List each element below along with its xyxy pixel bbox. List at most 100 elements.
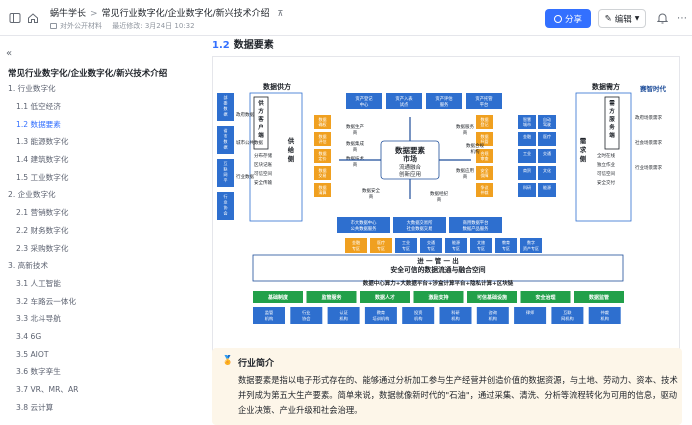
green-5: 安全治理 [535,294,555,301]
app-box-3 [538,132,556,146]
more-icon[interactable]: ⋯ [677,12,687,24]
top-box-label2-0: 中心 [360,101,369,108]
app-box-0 [518,115,536,129]
data-element-diagram[interactable]: 赛智时代数据供方数据需方部委数据省市数据互联网平行业协会政府数据城市公共数据行业… [212,56,680,374]
station-7: 数字 [527,239,535,245]
platform-1: 大数据交易所 [407,219,433,226]
ring-7: 数据集成 [346,140,364,147]
ring-0: 数据生产 [346,123,364,130]
demand-col-1: 方 [609,107,615,115]
left-cat-1-2: 数 [224,138,228,144]
sidebar-item-14[interactable]: 3.3 北斗导航 [16,314,61,324]
sidebar-item-13[interactable]: 3.2 车路云一体化 [16,296,77,306]
green-box-4 [467,291,517,303]
left-small-1: 数据 [319,133,327,139]
station-2: 工业 [402,239,410,245]
edit-button[interactable]: ✎ 编辑 ▼ [598,9,646,28]
bottom2-5: 机构 [451,315,459,322]
app-box-4 [518,149,536,163]
sidebar-item-3[interactable]: 1.2 数据要素 [16,119,61,129]
green-box-2 [360,291,410,303]
sidebar-item-16[interactable]: 3.5 AIOT [16,349,49,359]
ring2-4: 商 [369,193,374,200]
left-small2-2: 定价 [319,155,327,161]
share-button[interactable]: 分享 [545,9,591,28]
breadcrumb-workspace[interactable]: 蜗牛学长 [50,9,87,19]
app-0: 智慧 [523,116,531,122]
station2-0: 专区 [352,245,360,251]
sidebar-item-12[interactable]: 3.1 人工智能 [16,278,61,288]
home-icon[interactable] [26,11,40,25]
pipeline: 进 一 管 一 出 [417,256,459,265]
sidebar-item-11[interactable]: 3. 高新技术 [8,261,49,271]
bottom-4: 投资 [414,309,422,316]
app-3: 医疗 [543,133,551,139]
sidebar-item-6[interactable]: 1.5 工业数字化 [16,172,69,182]
sidebar-item-7[interactable]: 2. 企业数字化 [8,190,56,200]
sidebar-item-5[interactable]: 1.4 建筑数字化 [16,155,69,165]
supply-side-2: 侧 [288,154,295,163]
pin-icon[interactable]: ⊼ [277,9,284,18]
left-cat-3-0: 行 [224,193,228,199]
top-box-label2-1: 试点 [400,101,409,108]
bottom2-3: 培训机构 [373,315,390,322]
supply-list-2: 可信空间 [254,170,272,177]
ring-5: 数据技术 [346,155,364,162]
ring2-1: 商 [463,129,468,136]
space: 安全可信的数据流通与融合空间 [390,265,485,274]
breadcrumb-doc[interactable]: 常见行业数字化/企业数字化/新兴技术介绍 [101,9,270,19]
center-title2: 市场 [403,154,417,163]
left-header: 数据供方 [263,82,291,91]
top-box-0 [346,93,382,109]
ring2-7: 商 [353,146,358,153]
ring2-3: 商 [463,173,468,180]
platform2-2: 数据产品服务 [463,225,489,232]
right-header: 数据需方 [592,82,620,91]
platform-0: 市大数据中心 [351,219,377,226]
right-small-box-4 [476,183,493,197]
station-1: 医疗 [377,239,385,245]
sidebar-item-17[interactable]: 3.6 数字孪生 [16,367,61,377]
ring-1: 数据服务 [456,123,474,130]
visibility-icon [50,23,57,29]
demand-col-2: 服 [609,115,615,123]
ring-6: 数据经纪 [430,190,448,197]
sidebar-toggle-icon[interactable] [8,11,22,25]
ring2-2: 机构 [471,148,480,155]
sidebar-item-18[interactable]: 3.7 VR、MR、AR [16,385,79,395]
center-sub-1: 创新应用 [399,170,421,178]
demand-list-0: 全时在线 [597,152,615,159]
bottom2-8: 网机构 [561,315,574,322]
bottom2-0: 机构 [265,315,273,322]
bell-icon[interactable] [655,11,669,25]
app-box-2 [518,132,536,146]
doc-meta: 对外公开材料 最近修改: 3月24日 10:32 [50,21,195,31]
sidebar-item-4[interactable]: 1.3 能源数字化 [16,137,69,147]
sidebar-doc-title[interactable]: 常见行业数字化/企业数字化/新兴技术介绍 [8,69,168,79]
bottom2-2: 机构 [339,315,347,322]
sidebar-item-15[interactable]: 3.4 6G [16,331,42,341]
sidebar-item-10[interactable]: 2.3 采购数字化 [16,243,69,253]
sidebar-item-19[interactable]: 3.8 云计算 [16,402,54,412]
left-cat-box-3 [217,192,234,220]
app-2: 金融 [523,133,531,139]
sidebar-item-9[interactable]: 2.2 财务数字化 [16,225,69,235]
center-sub-0: 流通融合 [399,163,422,171]
station-box-6 [495,238,517,253]
bottom-box-2 [327,307,360,324]
supply-col-0: 供 [257,99,264,107]
supply-frame [249,92,303,222]
supply-col-4: 端 [258,131,264,139]
sidebar-item-1[interactable]: 1. 行业数字化 [8,84,56,94]
demand-frame [575,92,632,222]
bottom-9: 仲裁 [601,309,610,316]
supply-list-0: 分布存储 [254,152,272,159]
sidebar-item-2[interactable]: 1.1 低空经济 [16,102,61,112]
station2-6: 专区 [502,245,510,251]
green-0: 基础制度 [267,294,289,301]
right-small-2: 合规 [481,150,489,156]
collapse-sidebar-icon[interactable]: « [6,48,13,59]
sidebar-item-8[interactable]: 2.1 营销数字化 [16,208,69,218]
share-globe-icon [553,14,562,23]
right-small2-3: 保障 [481,172,489,178]
